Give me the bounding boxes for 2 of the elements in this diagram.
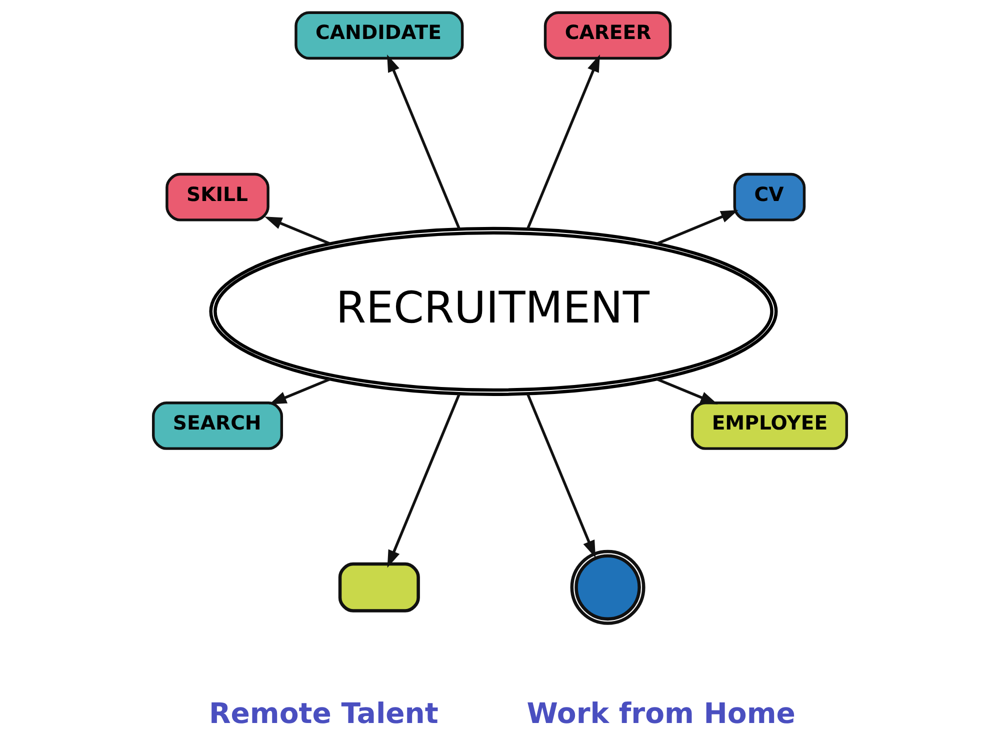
label: Work from Home: [526, 697, 796, 730]
label: Remote Talent: [209, 697, 438, 730]
